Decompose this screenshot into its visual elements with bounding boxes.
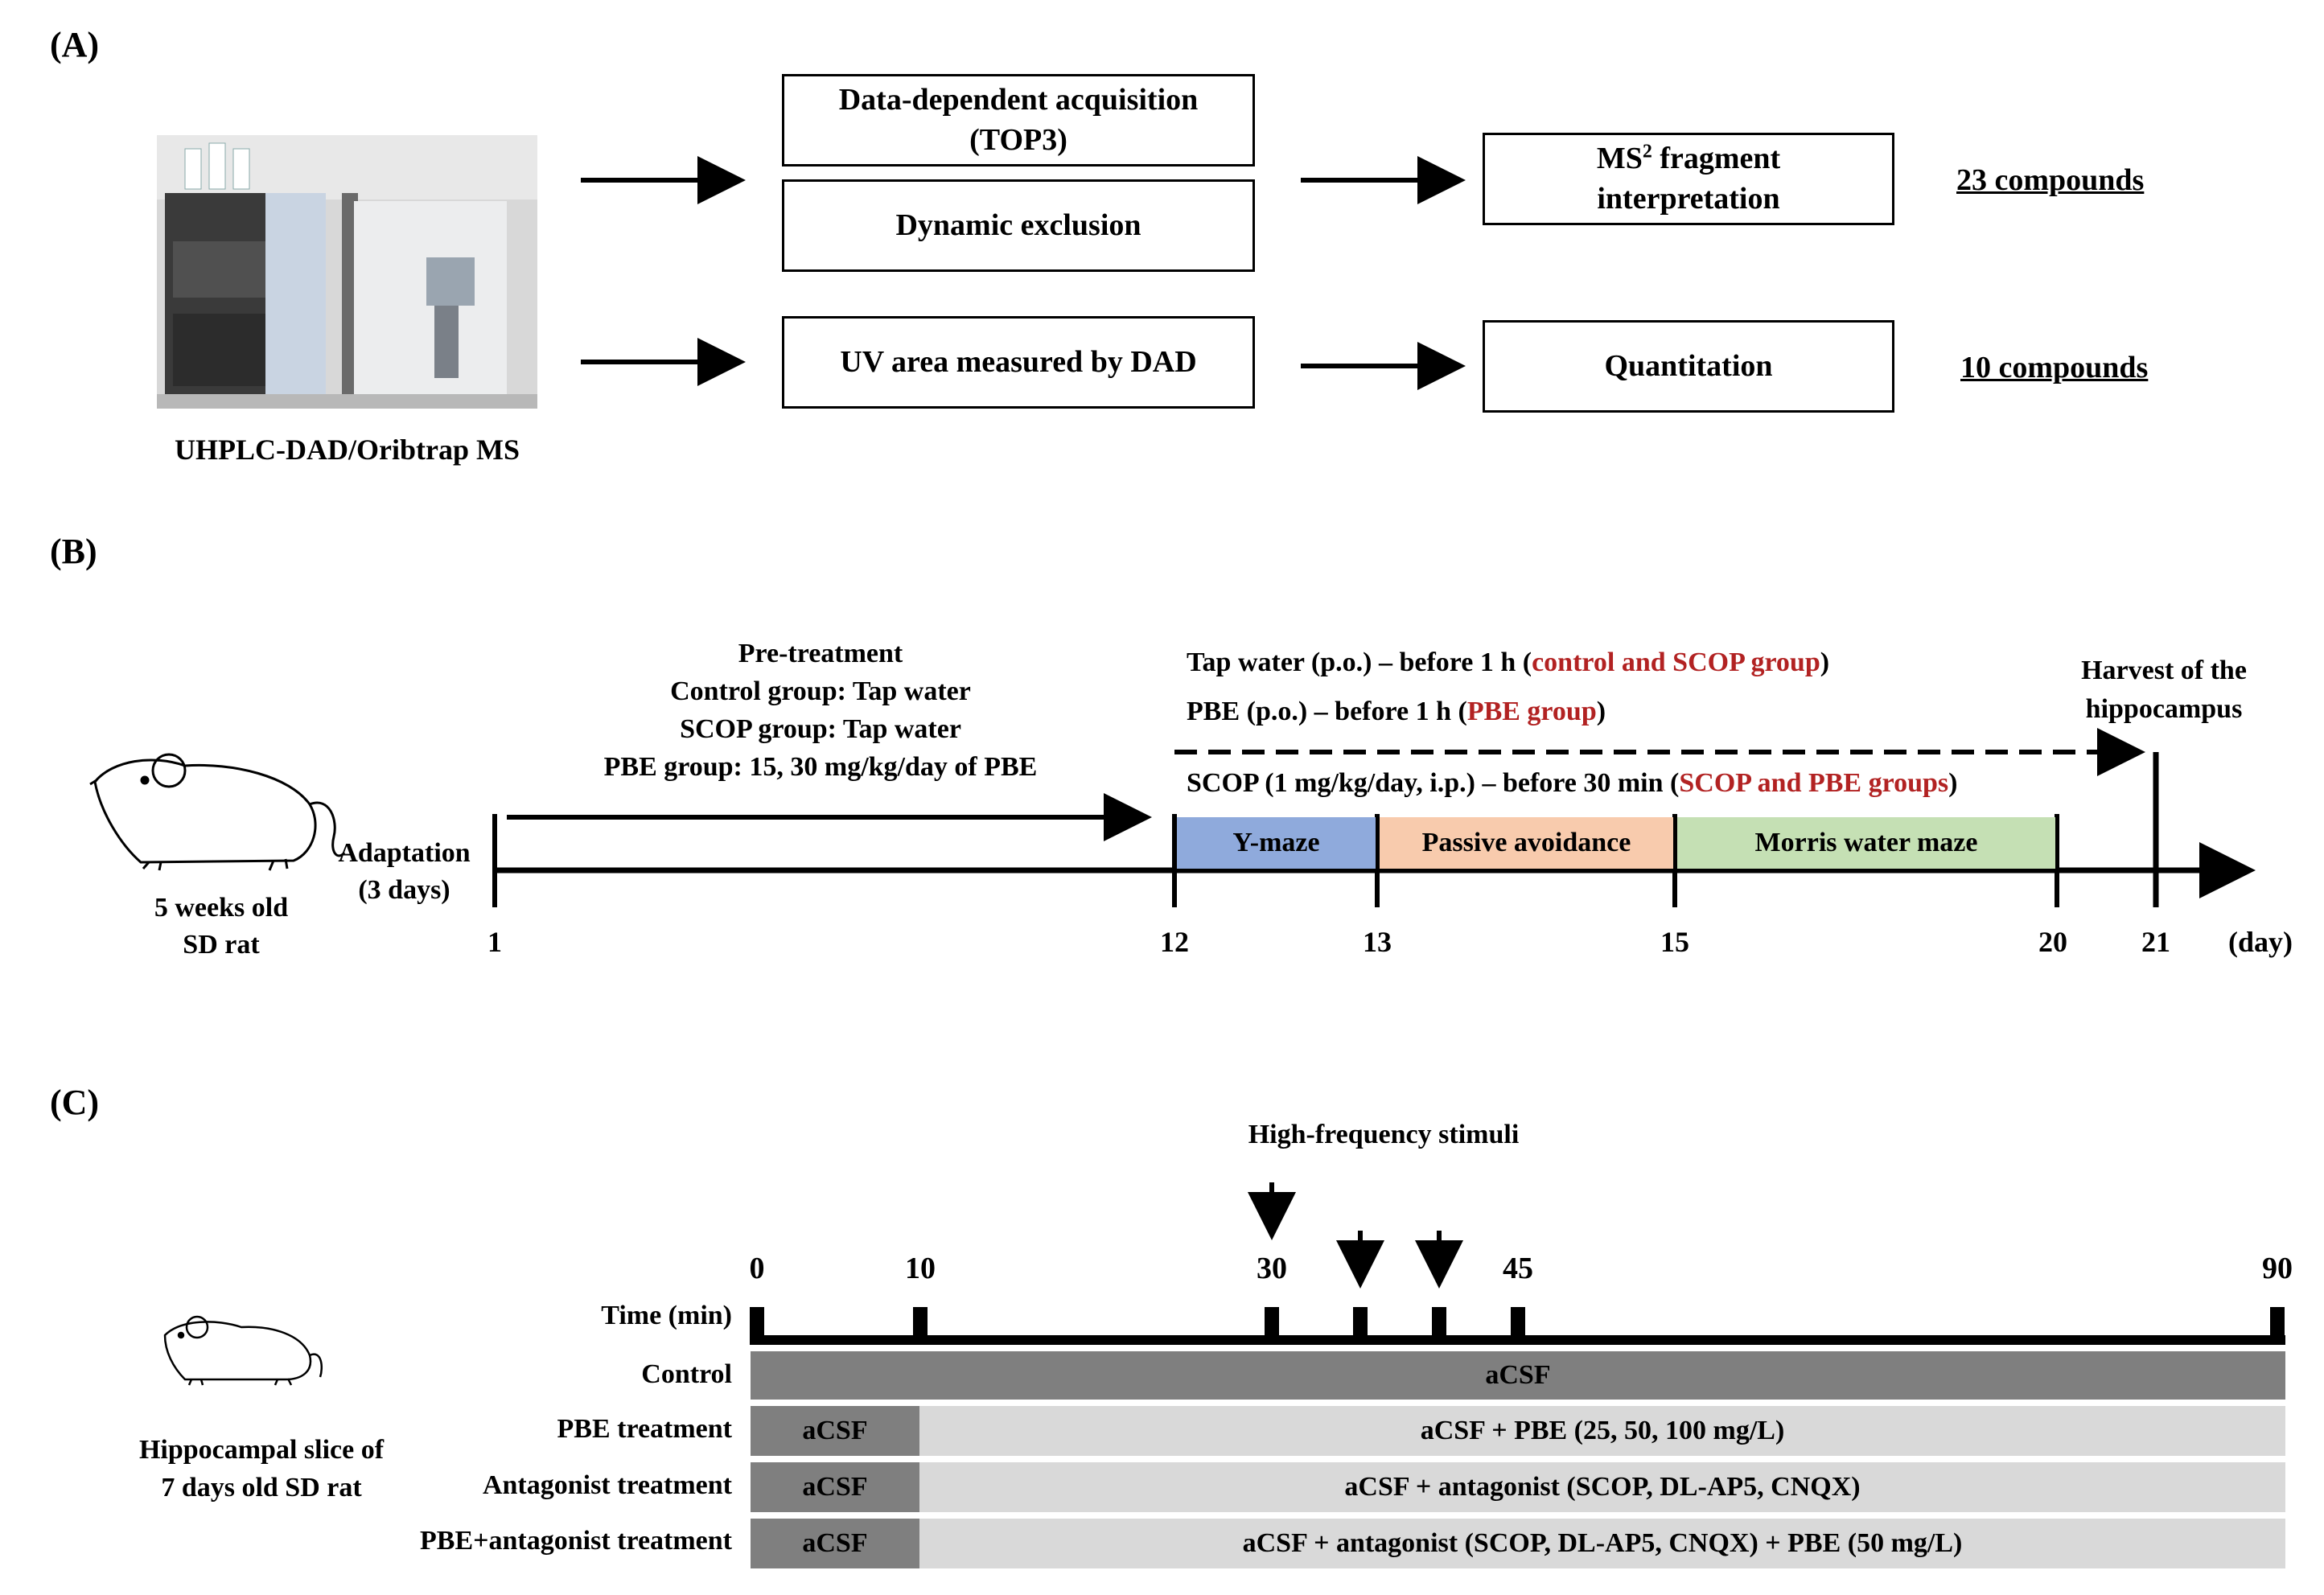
ms2-fragment-box: MS2 fragment interpretation [1483,133,1894,225]
panel-c-label: (C) [50,1083,100,1122]
bar-control: aCSF [751,1351,2285,1400]
pretreatment-pbe: PBE group: 15, 30 mg/kg/day of PBE [603,751,1038,782]
phase-ymaze: Y-maze [1177,817,1376,869]
day-unit: (day) [2228,926,2293,958]
bar-pbe-main: aCSF + PBE (25, 50, 100 mg/L) [919,1406,2285,1456]
time-tick-45: 45 [1503,1252,1533,1285]
pbe-note-text: PBE (p.o.) – before 1 h ( [1187,697,1467,726]
harvest-line2: hippocampus [2085,693,2243,724]
pbe-note-group: PBE group [1466,697,1597,726]
ms2-superscript: 2 [1642,141,1652,162]
phase-passive-avoidance: Passive avoidance [1380,817,1673,869]
adaptation-line2: (3 days) [358,874,450,905]
rat-caption: 5 weeks old SD rat [113,890,330,964]
time-tick-0: 0 [749,1252,765,1285]
result-10-compounds: 10 compounds [1960,351,2149,384]
panel-b-label: (B) [50,532,97,571]
day-label-20: 20 [2038,926,2067,958]
result-23-compounds: 23 compounds [1956,163,2145,197]
pretreatment-scop: SCOP group: Tap water [680,713,961,744]
pretreatment-block: Pre-treatment Control group: Tap water S… [515,635,1126,787]
tap-water-close: ) [1820,647,1830,677]
hfs-title: High-frequency stimuli [1248,1120,1520,1149]
row-label-control: Control [641,1359,732,1389]
panel-a-label: (A) [50,25,100,64]
rat-caption-line2: SD rat [183,929,260,960]
tap-water-groups: control and SCOP group [1532,647,1820,677]
pretreatment-title: Pre-treatment [738,639,903,668]
rat-small-drawing [163,1315,323,1386]
scop-note: SCOP (1 mg/kg/day, i.p.) – before 30 min… [1187,768,1957,799]
pbe-note: PBE (p.o.) – before 1 h (PBE group) [1187,697,1606,727]
dda-line2: (TOP3) [969,122,1067,157]
day-label-1: 1 [487,926,502,958]
bar-pbe-antagonist-pre: aCSF [751,1519,919,1568]
day-label-21: 21 [2141,926,2170,958]
day-label-15: 15 [1660,926,1689,958]
scop-note-groups: SCOP and PBE groups [1679,768,1949,798]
harvest-label: Harvest of the hippocampus [2043,652,2285,728]
adaptation-label: Adaptation (3 days) [322,835,487,909]
ms2-line1: MS2 fragment [1597,139,1780,179]
dynamic-exclusion-box: Dynamic exclusion [782,179,1255,272]
row-label-pbe-antagonist: PBE+antagonist treatment [420,1526,732,1556]
ms2-line2: interpretation [1597,181,1780,216]
scop-note-text: SCOP (1 mg/kg/day, i.p.) – before 30 min… [1187,768,1680,798]
adaptation-line1: Adaptation [338,838,471,868]
row-label-antagonist: Antagonist treatment [482,1470,732,1500]
slice-caption: Hippocampal slice of 7 days old SD rat [113,1432,410,1507]
slice-caption-line2: 7 days old SD rat [161,1472,362,1503]
day-label-12: 12 [1160,926,1189,958]
harvest-line1: Harvest of the [2081,656,2247,685]
instrument-caption: UHPLC-DAD/Oribtrap MS [175,434,520,466]
row-label-pbe: PBE treatment [557,1414,732,1444]
uv-area-box: UV area measured by DAD [782,316,1255,409]
scop-note-close: ) [1948,768,1958,798]
bar-pbe-antagonist-main: aCSF + antagonist (SCOP, DL-AP5, CNQX) +… [919,1519,2285,1568]
tap-water-note: Tap water (p.o.) – before 1 h (control a… [1187,647,1829,678]
ms2-fragment-text: fragment [1651,142,1781,176]
bar-pbe-pre: aCSF [751,1406,919,1456]
pbe-note-close: ) [1596,697,1606,726]
time-tick-10: 10 [905,1252,936,1285]
phase-morris-water-maze: Morris water maze [1677,817,2055,869]
day-label-13: 13 [1363,926,1392,958]
time-tick-90: 90 [2262,1252,2293,1285]
time-tick-30: 30 [1257,1252,1287,1285]
rat-caption-line1: 5 weeks old [154,893,289,923]
instrument-photo [157,135,537,409]
pretreatment-control: Control group: Tap water [670,676,971,706]
dda-box: Data-dependent acquisition (TOP3) [782,74,1255,166]
ms2-ms-text: MS [1596,142,1643,176]
bar-antagonist-pre: aCSF [751,1462,919,1512]
slice-caption-line1: Hippocampal slice of [138,1435,385,1465]
bar-antagonist-main: aCSF + antagonist (SCOP, DL-AP5, CNQX) [919,1462,2285,1512]
time-axis-label: Time (min) [601,1301,732,1330]
dda-line1: Data-dependent acquisition [838,83,1199,117]
tap-water-text: Tap water (p.o.) – before 1 h ( [1187,647,1532,677]
rat-drawing [89,753,346,871]
quantitation-box: Quantitation [1483,320,1894,413]
